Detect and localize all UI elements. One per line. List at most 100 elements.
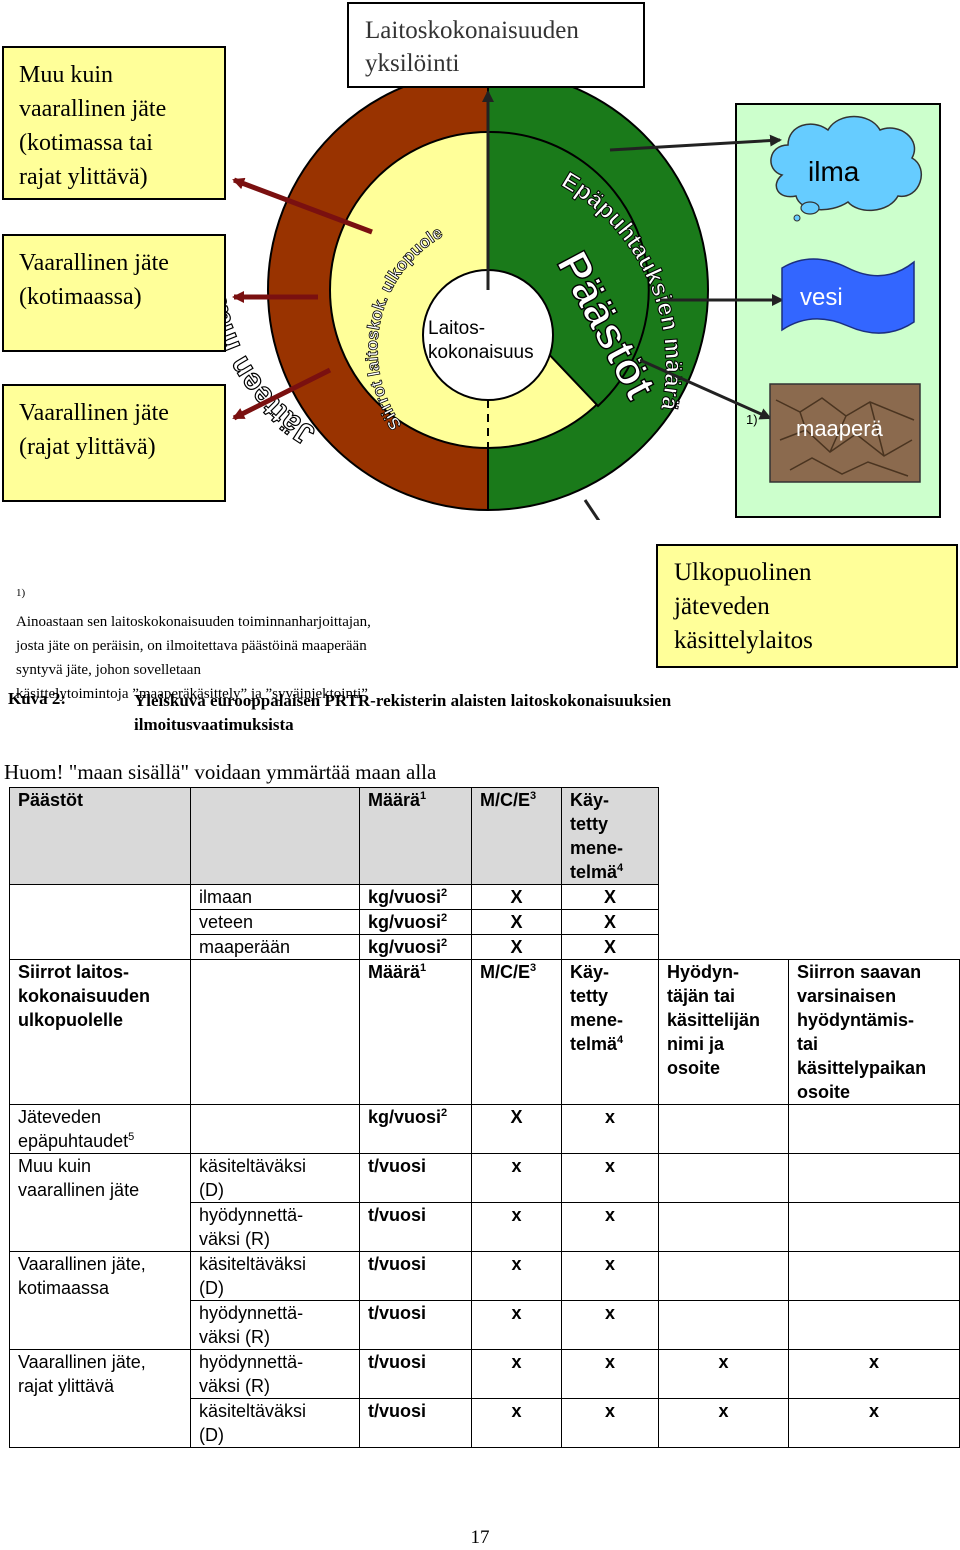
waste-recipient: x <box>658 1349 789 1399</box>
waste-site: x <box>788 1349 960 1399</box>
table-row: Vaarallinen jäte, rajat ylittävä hyödynn… <box>9 1349 960 1448</box>
emission-medium: ilmaan <box>190 884 360 910</box>
waste-unit: t/vuosi <box>359 1153 472 1203</box>
table-cell <box>789 885 960 910</box>
table-row: Siirrot laitos- kokonaisuuden ulkopuolel… <box>9 959 960 1105</box>
table-row: käsiteltäväksi (D) t/vuosi x x x x <box>10 1398 960 1448</box>
table-cell <box>658 1104 789 1154</box>
waste-mce: x <box>471 1300 562 1350</box>
medium-water-label: vesi <box>800 284 843 311</box>
waste-recipient: x <box>658 1398 789 1448</box>
waste-mce: x <box>471 1251 562 1301</box>
emission-mce: X <box>471 884 562 910</box>
waste-group-label: Vaarallinen jäte, kotimaassa <box>9 1251 191 1350</box>
emission-method: X <box>561 934 659 960</box>
waste-water-plant-text: Ulkopuolinen jäteveden käsittelylaitos <box>674 559 813 654</box>
wastewater-mce: X <box>471 1104 562 1154</box>
identification-box-text: Laitoskokonaisuuden yksilöinti <box>365 17 579 77</box>
table-cell <box>9 884 191 960</box>
emission-unit: kg/vuosi2 <box>359 909 472 935</box>
header-amount: Määrä1 <box>359 959 472 1105</box>
waste-group-label: Vaarallinen jäte, rajat ylittävä <box>9 1349 191 1448</box>
emission-medium: veteen <box>190 909 360 935</box>
waste-water-plant-box: Ulkopuolinen jäteveden käsittelylaitos <box>656 544 958 668</box>
waste-box-text: Vaarallinen jäte (kotimaassa) <box>19 250 169 310</box>
table-cell <box>190 1104 360 1154</box>
waste-box-hazardous-domestic: Vaarallinen jäte (kotimaassa) <box>2 234 226 352</box>
emission-mce: X <box>471 909 562 935</box>
emission-unit: kg/vuosi2 <box>359 934 472 960</box>
water-shape <box>781 258 915 334</box>
waste-recipient <box>658 1153 789 1203</box>
center-label: Laitos- kokonaisuus <box>428 318 534 363</box>
table-cell <box>659 935 789 960</box>
medium-air-label: ilma <box>808 156 860 187</box>
table-row: veteen kg/vuosi2 X X <box>10 909 960 935</box>
table-cell <box>659 910 789 935</box>
reporting-table: Päästöt Määrä1 M/C/E3 Käy- tetty mene- t… <box>9 787 960 1448</box>
table-row: Vaarallinen jäte, kotimaassa käsiteltävä… <box>9 1251 960 1350</box>
waste-mce: x <box>471 1153 562 1203</box>
arrow-to-box-3 <box>232 367 332 421</box>
emission-unit: kg/vuosi2 <box>359 884 472 910</box>
header-transfers: Siirrot laitos- kokonaisuuden ulkopuolel… <box>9 959 191 1105</box>
waste-box-text: Vaarallinen jäte (rajat ylittävä) <box>19 400 169 460</box>
table-cell <box>190 787 360 885</box>
waste-operation: käsiteltäväksi (D) <box>190 1153 360 1203</box>
waste-recipient <box>658 1202 789 1252</box>
waste-group-label: Muu kuin vaarallinen jäte <box>9 1153 191 1252</box>
soil-shape <box>769 383 921 483</box>
waste-method: x <box>561 1153 659 1203</box>
waste-site <box>788 1202 960 1252</box>
emission-medium: maaperään <box>190 934 360 960</box>
emission-sector <box>487 130 650 408</box>
waste-unit: t/vuosi <box>359 1251 472 1301</box>
table-row: ilmaan kg/vuosi2 X X <box>9 884 960 960</box>
arrow-to-box-1 <box>232 177 373 235</box>
medium-soil-label: maaperä <box>796 416 884 441</box>
waste-unit: t/vuosi <box>359 1398 472 1448</box>
table-row: Jäteveden epäpuhtaudet5 kg/vuosi2 X x <box>9 1104 960 1154</box>
waste-method: x <box>561 1300 659 1350</box>
wastewater-method: x <box>561 1104 659 1154</box>
table-cell <box>789 788 960 885</box>
footnote-text: Ainoastaan sen laitoskokonaisuuden toimi… <box>16 614 371 702</box>
waste-unit: t/vuosi <box>359 1300 472 1350</box>
waste-method: x <box>561 1251 659 1301</box>
waste-method: x <box>561 1202 659 1252</box>
waste-site: x <box>788 1398 960 1448</box>
cloud-puff <box>793 214 801 222</box>
waste-method: x <box>561 1349 659 1399</box>
arrow-to-wastewater <box>583 499 601 520</box>
table-row: maaperään kg/vuosi2 X X <box>10 934 960 960</box>
header-mce: M/C/E3 <box>471 787 562 885</box>
arrow-to-soil <box>639 358 772 420</box>
waste-unit: t/vuosi <box>359 1202 472 1252</box>
waste-operation: käsiteltäväksi (D) <box>190 1398 360 1448</box>
soil-cracks <box>775 397 915 477</box>
waste-operation: hyödynnettä- väksi (R) <box>190 1300 360 1350</box>
table-cell <box>659 885 789 910</box>
waste-site <box>788 1251 960 1301</box>
footnote-marker: 1) <box>16 587 26 599</box>
waste-operation: hyödynnettä- väksi (R) <box>190 1202 360 1252</box>
table-cell <box>659 788 789 885</box>
waste-recipient <box>658 1251 789 1301</box>
waste-mce: x <box>471 1349 562 1399</box>
table-cell <box>789 935 960 960</box>
arrow-to-air <box>609 134 782 152</box>
waste-method: x <box>561 1398 659 1448</box>
emission-method: X <box>561 884 659 910</box>
wastewater-unit: kg/vuosi2 <box>359 1104 472 1154</box>
table-row: hyödynnettä- väksi (R) t/vuosi x x <box>10 1202 960 1252</box>
header-site: Siirron saavan varsinaisen hyödyntämis- … <box>788 959 960 1105</box>
emission-mce: X <box>471 934 562 960</box>
waste-box-non-hazardous: Muu kuin vaarallinen jäte (kotimassa tai… <box>2 46 226 200</box>
table-row: hyödynnettä- väksi (R) t/vuosi x x <box>10 1300 960 1350</box>
identification-box: Laitoskokonaisuuden yksilöinti <box>347 2 645 88</box>
waste-recipient <box>658 1300 789 1350</box>
figure-caption: Yleiskuva eurooppalaisen PRTR-rekisterin… <box>134 691 672 734</box>
center-label-line-1: Laitos- <box>428 318 485 339</box>
table-cell <box>190 959 360 1105</box>
table-row: Päästöt Määrä1 M/C/E3 Käy- tetty mene- t… <box>9 787 960 885</box>
